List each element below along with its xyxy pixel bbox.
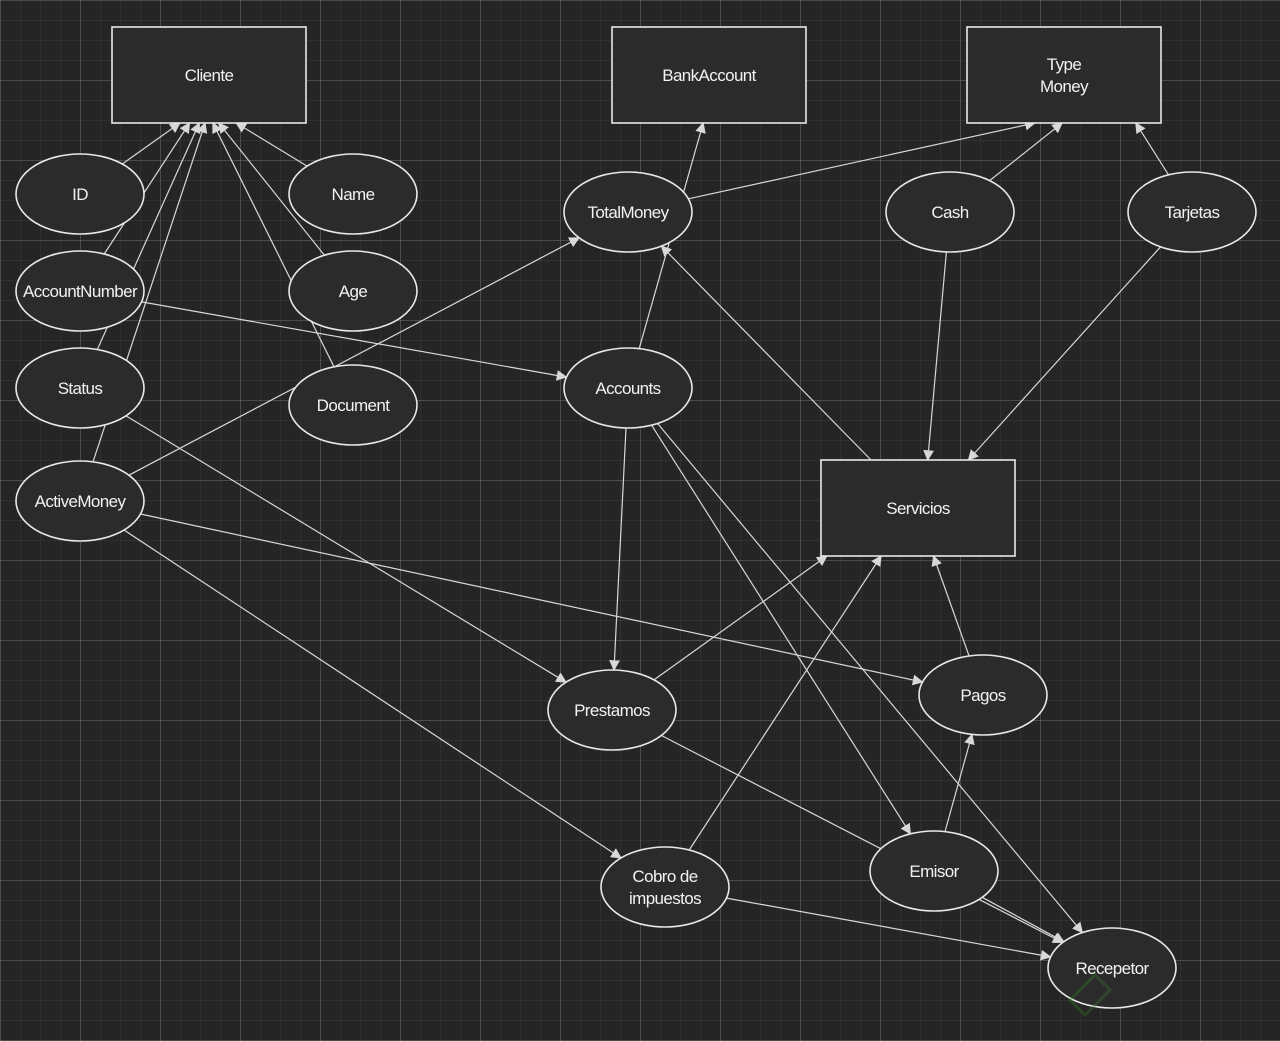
edge-age-to-cliente — [218, 122, 325, 256]
attribute-cash[interactable]: Cash — [885, 171, 1015, 253]
attribute-label-document: Document — [317, 396, 391, 415]
edge-accounts-to-prestamos — [609, 427, 627, 672]
attribute-ellipse-name[interactable] — [288, 153, 418, 235]
attribute-label-accountnumber: AccountNumber — [23, 282, 138, 301]
entity-label-cliente: Cliente — [185, 66, 234, 85]
watermark-shape — [1067, 972, 1113, 1018]
entity-cliente[interactable]: Cliente — [111, 26, 307, 124]
attribute-label-recepetor: Recepetor — [1075, 959, 1149, 978]
attribute-age[interactable]: Age — [288, 250, 418, 332]
attribute-label-age: Age — [339, 282, 368, 301]
attribute-label-accounts: Accounts — [595, 379, 660, 398]
entity-label-typemoney: Money — [1040, 77, 1089, 96]
edge-accountnumber-to-cliente — [103, 122, 191, 255]
edge-totalmoney-to-typemoney — [688, 119, 1036, 200]
attribute-label-id: ID — [72, 185, 88, 204]
edge-id-to-cliente — [121, 122, 181, 165]
edge-status-to-prestamos — [125, 415, 567, 683]
attribute-tarjetas[interactable]: Tarjetas — [1127, 171, 1257, 253]
attribute-prestamos[interactable]: Prestamos — [547, 669, 677, 751]
entity-box-cliente[interactable] — [111, 26, 307, 124]
entity-label-typemoney: Type — [1047, 55, 1082, 74]
edge-activemoney-to-cobro — [123, 529, 622, 859]
attribute-label-activemoney: ActiveMoney — [35, 492, 127, 511]
attribute-emisor[interactable]: Emisor — [869, 830, 999, 912]
attribute-ellipse-status[interactable] — [15, 347, 145, 429]
attribute-ellipse-emisor[interactable] — [869, 830, 999, 912]
attribute-recepetor[interactable]: Recepetor — [1047, 927, 1177, 1009]
attribute-label-cobro: Cobro de — [632, 867, 697, 886]
attribute-label-name: Name — [332, 185, 375, 204]
entity-box-bankaccount[interactable] — [611, 26, 807, 124]
attribute-label-pagos: Pagos — [960, 686, 1005, 705]
attribute-label-cash: Cash — [931, 203, 968, 222]
edge-prestamos-to-servicios — [653, 555, 828, 681]
edge-tarjetas-to-servicios — [967, 246, 1162, 461]
attribute-label-cobro: impuestos — [629, 889, 701, 908]
entity-box-typemoney[interactable] — [966, 26, 1162, 124]
attribute-label-prestamos: Prestamos — [574, 701, 650, 720]
attribute-activemoney[interactable]: ActiveMoney — [15, 460, 145, 542]
entity-bankaccount[interactable]: BankAccount — [611, 26, 807, 124]
attribute-ellipse-cash[interactable] — [885, 171, 1015, 253]
attribute-ellipse-cobro[interactable] — [600, 846, 730, 928]
edge-cash-to-typemoney — [989, 122, 1063, 182]
attribute-ellipse-recepetor[interactable] — [1047, 927, 1177, 1009]
attribute-accountnumber[interactable]: AccountNumber — [15, 250, 145, 332]
attribute-pagos[interactable]: Pagos — [918, 654, 1048, 736]
attribute-ellipse-totalmoney[interactable] — [563, 171, 693, 253]
edge-emisor-to-recepetor — [981, 896, 1065, 943]
entity-label-bankaccount: BankAccount — [662, 66, 756, 85]
edge-cobro-to-recepetor — [726, 897, 1052, 961]
attribute-ellipse-age[interactable] — [288, 250, 418, 332]
edge-cobro-to-servicios — [688, 555, 882, 851]
attribute-document[interactable]: Document — [288, 364, 418, 446]
attribute-status[interactable]: Status — [15, 347, 145, 429]
attribute-label-tarjetas: Tarjetas — [1165, 203, 1220, 222]
edge-document-to-cliente — [212, 122, 335, 368]
entity-box-servicios[interactable] — [820, 459, 1016, 557]
entity-servicios[interactable]: Servicios — [820, 459, 1016, 557]
entity-label-servicios: Servicios — [886, 499, 950, 518]
attribute-id[interactable]: ID — [15, 153, 145, 235]
attribute-name[interactable]: Name — [288, 153, 418, 235]
attribute-accounts[interactable]: Accounts — [563, 347, 693, 429]
edge-tarjetas-to-typemoney — [1135, 122, 1170, 176]
attribute-ellipse-id[interactable] — [15, 153, 145, 235]
attribute-ellipse-pagos[interactable] — [918, 654, 1048, 736]
edge-emisor-to-pagos — [944, 733, 975, 832]
edges-layer — [92, 119, 1170, 961]
edge-servicios-to-totalmoney — [660, 245, 872, 461]
edge-accounts-to-emisor — [651, 424, 911, 835]
attribute-ellipse-tarjetas[interactable] — [1127, 171, 1257, 253]
attribute-label-emisor: Emisor — [909, 862, 959, 881]
edge-accounts-to-recepetor — [657, 423, 1084, 934]
attribute-ellipse-activemoney[interactable] — [15, 460, 145, 542]
edge-name-to-cliente — [235, 122, 308, 167]
attribute-label-totalmoney: TotalMoney — [588, 203, 670, 222]
edge-activemoney-to-totalmoney — [128, 237, 581, 476]
attribute-ellipse-accounts[interactable] — [563, 347, 693, 429]
edge-accountnumber-to-accounts — [141, 301, 568, 381]
attribute-label-status: Status — [58, 379, 103, 398]
edge-activemoney-to-pagos — [140, 513, 924, 686]
edge-cash-to-servicios — [923, 251, 947, 462]
edge-prestamos-to-recepetor — [661, 734, 1064, 944]
attribute-ellipse-document[interactable] — [288, 364, 418, 446]
attribute-cobro[interactable]: Cobro de impuestos — [600, 846, 730, 928]
attribute-totalmoney[interactable]: TotalMoney — [563, 171, 693, 253]
edge-pagos-to-servicios — [931, 554, 970, 657]
attribute-ellipse-prestamos[interactable] — [547, 669, 677, 751]
attribute-ellipse-accountnumber[interactable] — [15, 250, 145, 332]
